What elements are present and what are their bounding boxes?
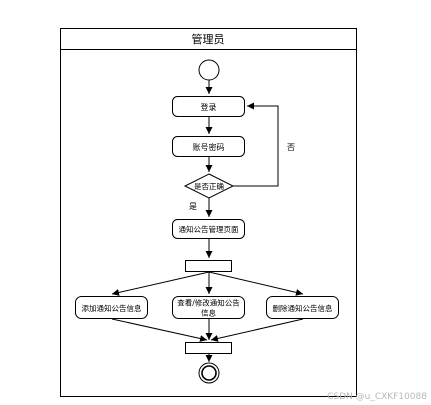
view-edit-label-line1: 查看/修改通知公告 xyxy=(177,298,240,308)
edge-label-yes: 是 xyxy=(189,202,197,211)
fork-bar xyxy=(185,260,232,272)
add-notice-label: 添加通知公告信息 xyxy=(82,303,142,313)
view-edit-label-line2: 信息 xyxy=(201,308,216,318)
add-notice-node xyxy=(75,296,148,319)
edge-delete-join xyxy=(210,318,304,342)
edge-no-loop xyxy=(233,102,279,187)
swimlane-title: 管理员 xyxy=(192,32,225,46)
end-node-inner xyxy=(201,365,217,381)
swimlane-frame xyxy=(60,28,357,397)
login-label: 登录 xyxy=(201,102,217,112)
watermark: CSDN @u_CXKF10088 xyxy=(327,392,427,402)
view-edit-notice-node xyxy=(172,296,245,319)
edge-label-no: 否 xyxy=(287,143,295,152)
edge-add-join xyxy=(111,318,208,342)
edge-fork-add xyxy=(111,271,210,296)
notice-page-node xyxy=(172,219,245,239)
account-password-node xyxy=(172,136,245,157)
login-node xyxy=(172,96,245,117)
delete-notice-label: 删除通知公告信息 xyxy=(273,303,333,313)
notice-page-label: 通知公告管理页面 xyxy=(179,224,239,234)
join-bar xyxy=(185,342,232,354)
start-node xyxy=(198,59,220,81)
delete-notice-node xyxy=(266,296,339,319)
decision-label: 是否正确 xyxy=(194,181,224,191)
edge-fork-delete xyxy=(208,271,304,296)
account-password-label: 账号密码 xyxy=(193,142,225,152)
